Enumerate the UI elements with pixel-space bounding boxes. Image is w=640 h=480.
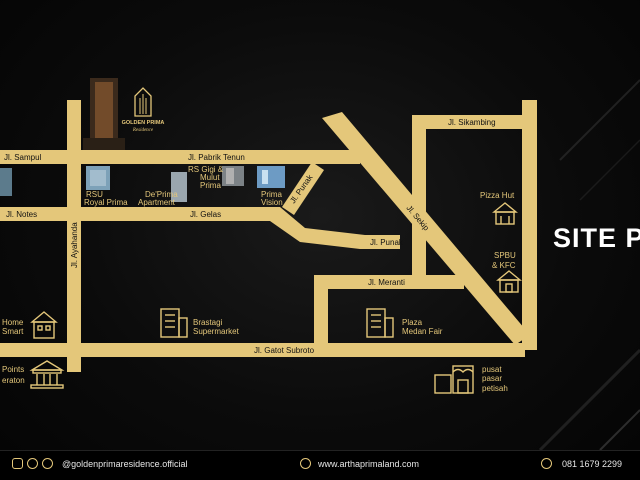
label-spbu-2: & KFC: [492, 261, 516, 270]
poi-icons: [29, 202, 522, 394]
social-handle[interactable]: @goldenprimaresidence.official: [62, 459, 188, 469]
label-petisah-2: pasar: [482, 374, 502, 383]
road-sikambing-shape: [412, 115, 534, 129]
website-link[interactable]: www.arthaprimaland.com: [318, 459, 420, 469]
spbu-house-icon: [496, 270, 522, 293]
label-points-2: eraton: [2, 376, 25, 385]
footer-bar: @goldenprimaresidence.official www.artha…: [0, 450, 640, 480]
label-jl-sampul: Jl. Sampul: [4, 153, 42, 162]
road-punak-shape: [270, 207, 400, 249]
road-notes-gelas-shape: [0, 207, 280, 221]
label-jl-gelas: Jl. Gelas: [190, 210, 221, 219]
label-rsgigi-1: RS Gigi &: [188, 165, 224, 174]
label-rsu-2: Royal Prima: [84, 198, 128, 207]
left-edge-building-icon: [0, 168, 12, 196]
label-jl-punak: Jl. Punak: [370, 238, 404, 247]
tiktok-icon[interactable]: [42, 458, 53, 469]
plaza-building-icon: [366, 308, 394, 338]
label-spbu-1: SPBU: [494, 251, 516, 260]
pizza-house-icon: [492, 202, 518, 225]
poi-labels: RSU Royal Prima De'Prima Apartment RS Gi…: [2, 165, 516, 393]
label-plaza-1: Plaza: [402, 318, 423, 327]
label-vision-2: Vision: [261, 198, 283, 207]
phone-number[interactable]: 081 1679 2299: [562, 459, 623, 469]
petisah-market-icon: [434, 365, 474, 394]
brastagi-building-icon: [160, 308, 188, 338]
label-jl-sikambing: Jl. Sikambing: [448, 118, 496, 127]
instagram-icon[interactable]: [12, 458, 23, 469]
label-jl-gatot-subroto: Jl. Gatot Subroto: [254, 346, 315, 355]
label-jl-notes: Jl. Notes: [6, 210, 37, 219]
points-museum-icon: [29, 360, 65, 389]
label-deprima-1: De'Prima: [145, 190, 178, 199]
page-title: SITE P: [553, 223, 640, 253]
logo-tagline: Residence: [132, 128, 154, 133]
road-meranti-down-shape: [314, 275, 328, 345]
label-rsgigi-2: Mulut: [200, 173, 220, 182]
label-petisah-3: petisah: [482, 384, 508, 393]
road-meranti-shape: [314, 275, 464, 289]
phone-icon: [541, 458, 552, 469]
label-rsu-1: RSU: [86, 190, 103, 199]
road-gatot-subroto-shape: [0, 343, 525, 357]
label-pizza: Pizza Hut: [480, 191, 515, 200]
home-smart-house-icon: [30, 311, 58, 339]
label-brastagi-2: Supermarket: [193, 327, 240, 336]
globe-icon: [300, 458, 311, 469]
label-jl-ayahanda: Jl. Ayahanda: [70, 222, 79, 268]
road-sikambing-down-shape: [412, 115, 426, 280]
road-east-vertical-shape: [522, 100, 537, 350]
building-photos: [0, 166, 285, 202]
background-streaks: [538, 79, 640, 452]
roads: [0, 100, 537, 372]
golden-prima-logo: GOLDEN PRIMA Residence: [122, 87, 165, 133]
label-vision-1: Prima: [261, 190, 282, 199]
facebook-icon[interactable]: [27, 458, 38, 469]
road-sekip-shape: [322, 112, 530, 345]
logo-name: GOLDEN PRIMA: [122, 120, 165, 126]
label-petisah-1: pusat: [482, 365, 502, 374]
label-rsgigi-3: Prima: [200, 181, 221, 190]
road-sampul-shape: [0, 150, 360, 164]
label-deprima-2: Apartment: [138, 198, 176, 207]
golden-prima-tower-icon: [83, 78, 125, 150]
label-home-2: Smart: [2, 327, 24, 336]
vision-building-icon: [257, 166, 285, 188]
label-plaza-2: Medan Fair: [402, 327, 443, 336]
label-jl-pabrik-tenun: Jl. Pabrik Tenun: [188, 153, 245, 162]
label-points-1: Points: [2, 365, 24, 374]
road-ayahanda-shape: [67, 100, 81, 372]
road-punak-diag-shape: [282, 162, 324, 215]
label-jl-meranti: Jl. Meranti: [368, 278, 405, 287]
deprima-building-icon: [171, 172, 187, 202]
label-brastagi-1: Brastagi: [193, 318, 223, 327]
label-home-1: Home: [2, 318, 24, 327]
